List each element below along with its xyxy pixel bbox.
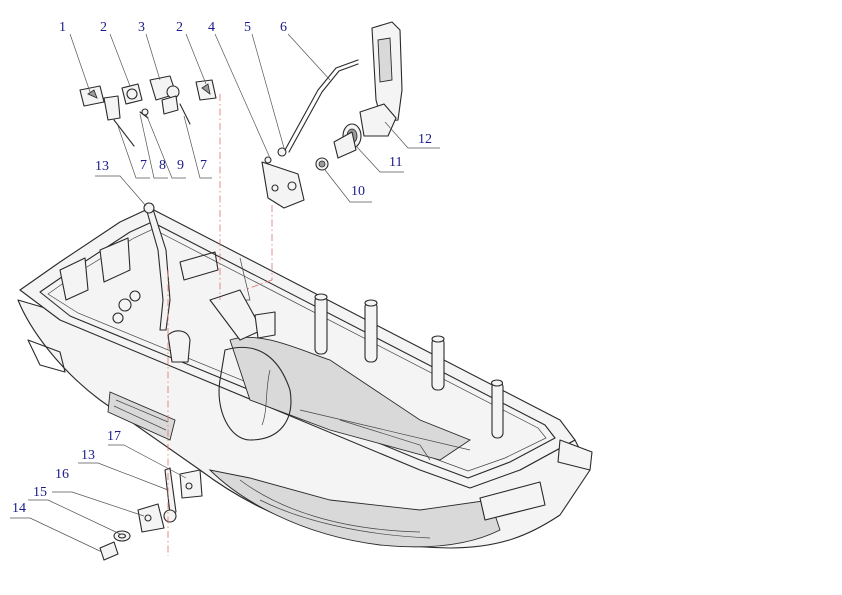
callout-12: 12 [418,132,432,147]
tiller-grip [315,21,403,171]
callout-10: 10 [351,184,365,199]
callout-1: 1 [59,20,66,35]
callout-6: 6 [280,20,287,35]
bottom-cowling [17,202,593,549]
callout-16: 16 [55,467,69,482]
callout-14: 14 [12,501,26,516]
callout-13-lower: 13 [81,448,95,463]
callout-labels: 1 2 3 2 4 5 6 7 8 9 7 12 11 10 13 17 13 … [12,20,432,516]
lower-hardware [99,467,203,561]
callout-2: 2 [100,20,107,35]
assembly-lines [167,94,273,556]
callout-13-upper: 13 [95,159,109,174]
callout-7-second: 7 [200,158,207,173]
leader-lines [10,33,440,553]
callout-11: 11 [389,155,402,170]
linkage-cluster [79,75,217,147]
callout-7: 7 [140,158,147,173]
callout-15: 15 [33,485,47,500]
callout-9: 9 [177,158,184,173]
callout-4: 4 [208,20,215,35]
callout-5: 5 [244,20,251,35]
callout-17: 17 [107,429,121,444]
callout-8: 8 [159,158,166,173]
callout-3: 3 [138,20,145,35]
callout-2-second: 2 [176,20,183,35]
bracket-assembly [261,59,359,209]
